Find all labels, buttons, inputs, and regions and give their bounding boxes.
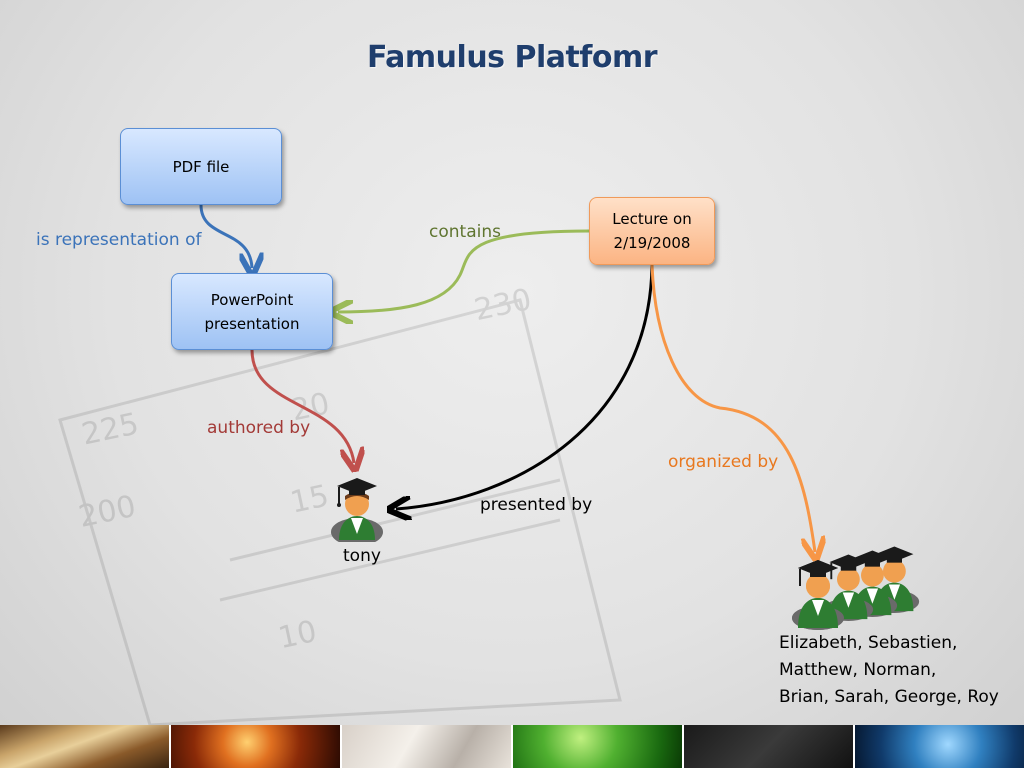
graduate-icon [331, 478, 383, 542]
label-authored-by: authored by [207, 418, 311, 438]
strip-compass-image [171, 725, 342, 768]
organizer-names-line3: Brian, Sarah, George, Roy [779, 687, 999, 707]
organizer-names-line1: Elizabeth, Sebastien, [779, 633, 958, 653]
label-contains: contains [429, 222, 501, 242]
label-organized-by: organized by [668, 452, 779, 472]
svg-text:10: 10 [275, 614, 320, 656]
strip-chalkboard-image [684, 725, 855, 768]
label-presented-by: presented by [480, 495, 593, 515]
slide-title: Famulus Platfomr [366, 40, 658, 75]
edge-is-representation-of [199, 204, 252, 268]
edge-contains [338, 229, 590, 312]
node-pdf-file[interactable]: PDF file [120, 128, 282, 205]
strip-books-image [0, 725, 171, 768]
node-powerpoint-label-line1: PowerPoint [210, 290, 294, 309]
node-pdf-file-label: PDF file [172, 157, 230, 176]
edge-authored-by [250, 349, 354, 463]
graduate-group-icon [791, 545, 921, 630]
strip-globe-image [855, 725, 1024, 768]
organizer-names: Elizabeth, Sebastien, Matthew, Norman, B… [779, 630, 999, 711]
node-lecture-label-line2: 2/19/2008 [613, 234, 691, 252]
node-powerpoint-label-line2: presentation [204, 314, 300, 333]
node-lecture[interactable]: Lecture on 2/19/2008 [589, 197, 715, 265]
decorative-photo-strip [0, 725, 1024, 768]
edge-organized-by [650, 264, 815, 552]
strip-green-image [513, 725, 684, 768]
label-is-representation-of: is representation of [36, 230, 202, 250]
organizer-names-line2: Matthew, Norman, [779, 660, 937, 680]
strip-paper-image [342, 725, 513, 768]
edge-presented-by [396, 264, 654, 509]
svg-text:200: 200 [76, 489, 139, 535]
presenter-name: tony [343, 546, 381, 566]
svg-text:225: 225 [79, 406, 142, 452]
svg-text:230: 230 [471, 282, 534, 328]
node-lecture-label-line1: Lecture on [612, 210, 692, 228]
node-powerpoint-presentation[interactable]: PowerPoint presentation [171, 273, 333, 350]
